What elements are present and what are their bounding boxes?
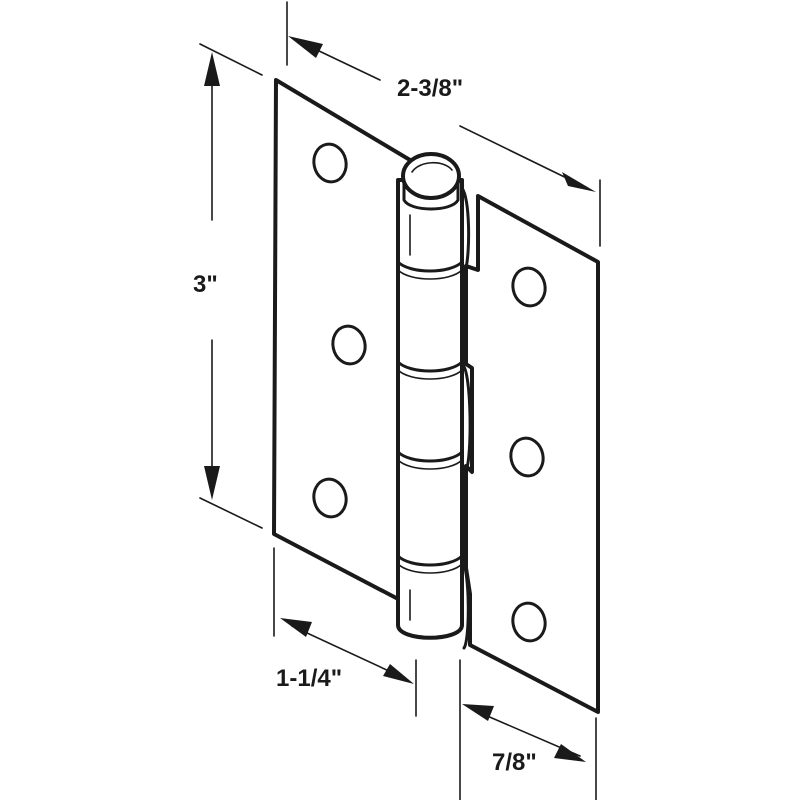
arrowhead [562, 172, 596, 192]
dimension-width-open: 2-3/8" [286, 1, 601, 247]
arrowhead [288, 36, 323, 58]
hinge-barrel [396, 152, 464, 640]
dimension-label-height: 3" [193, 271, 218, 298]
hinge-left-leaf [272, 78, 412, 602]
dimension-height: 3" [193, 43, 263, 529]
arrowhead [204, 466, 220, 500]
dimension-leaf-right: 7/8" [459, 659, 597, 800]
dimension-label-leaf-right: 7/8" [492, 749, 537, 776]
screw-hole [511, 266, 547, 308]
arrowhead [383, 664, 414, 684]
dimension-leaf-left: 1-1/4" [273, 547, 417, 717]
screw-hole [312, 477, 348, 519]
arrowhead [462, 704, 494, 721]
arrowhead [204, 52, 220, 86]
screw-hole [331, 324, 367, 366]
arrowhead [554, 744, 586, 762]
dimension-label-leaf-left: 1-1/4" [276, 665, 342, 692]
dimension-label-width-open: 2-3/8" [397, 75, 463, 102]
hinge-right-leaf [460, 186, 600, 714]
screw-hole [511, 601, 547, 643]
screw-hole [312, 142, 348, 184]
screw-hole [509, 436, 545, 478]
arrowhead [280, 618, 312, 637]
